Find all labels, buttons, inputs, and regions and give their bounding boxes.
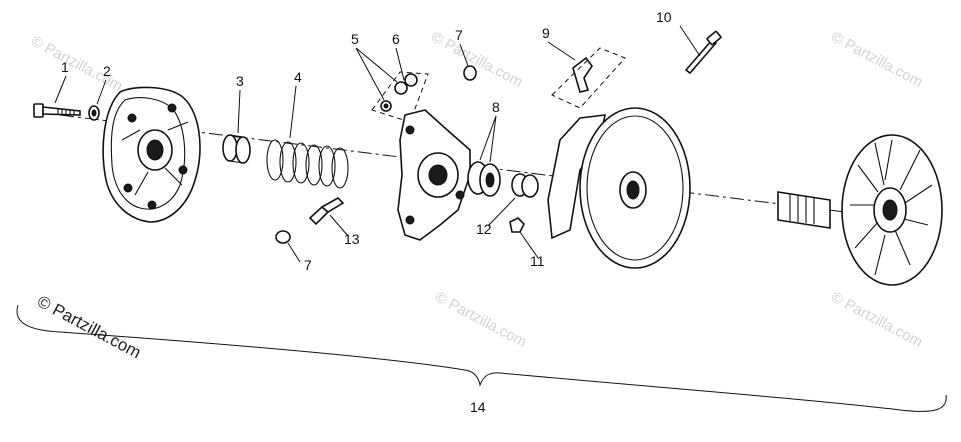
watermark-top-right: © Partzilla.com: [828, 29, 925, 91]
part-6-roller: [371, 71, 429, 123]
callout-11: 11: [530, 253, 545, 269]
callout-1: 1: [61, 59, 69, 75]
part-10-bolt: [684, 30, 722, 75]
part-4-spring: [266, 139, 349, 189]
clutch-cover: [102, 86, 201, 223]
part-8-rollers: [467, 161, 501, 197]
part-9-bracket: [551, 47, 626, 109]
part-2-washer: [88, 105, 100, 121]
watermark-bottom-right: © Partzilla.com: [828, 289, 925, 351]
fixed-sheave: [777, 134, 943, 286]
watermark-bottom-center: © Partzilla.com: [432, 289, 529, 351]
callout-labels: 1 2 3 4 5 6 7 8 9 10 11 12 13 7 14: [61, 9, 672, 415]
assembly-bracket: [16, 304, 947, 412]
part-13-shaft-pin: [308, 197, 345, 226]
callout-7-bottom: 7: [304, 257, 312, 273]
part-12-bushing: [511, 173, 539, 198]
watermark-bottom-left: © Partzilla.com: [34, 292, 144, 363]
callout-13: 13: [344, 231, 360, 247]
callout-3: 3: [236, 73, 244, 89]
callout-5: 5: [351, 31, 359, 47]
leader-lines: [54, 25, 701, 263]
part-7-pin-bottom: [275, 230, 291, 244]
callout-2: 2: [103, 63, 111, 79]
part-3-bushing: [222, 134, 251, 164]
part-1-bolt: [33, 103, 81, 118]
callout-6: 6: [392, 31, 400, 47]
callout-7-top: 7: [455, 27, 463, 43]
callout-9: 9: [542, 25, 550, 41]
callout-12: 12: [476, 221, 492, 237]
callout-8: 8: [492, 99, 500, 115]
moveable-sheave: [547, 107, 691, 269]
part-5-washer: [380, 100, 392, 112]
watermark-top-center: © Partzilla.com: [428, 29, 525, 91]
callout-14: 14: [470, 399, 486, 415]
callout-4: 4: [294, 69, 302, 85]
part-11-nut: [509, 217, 525, 233]
spider-assembly: [397, 109, 471, 241]
callout-10: 10: [656, 9, 672, 25]
part-7-pin-top: [463, 65, 477, 81]
